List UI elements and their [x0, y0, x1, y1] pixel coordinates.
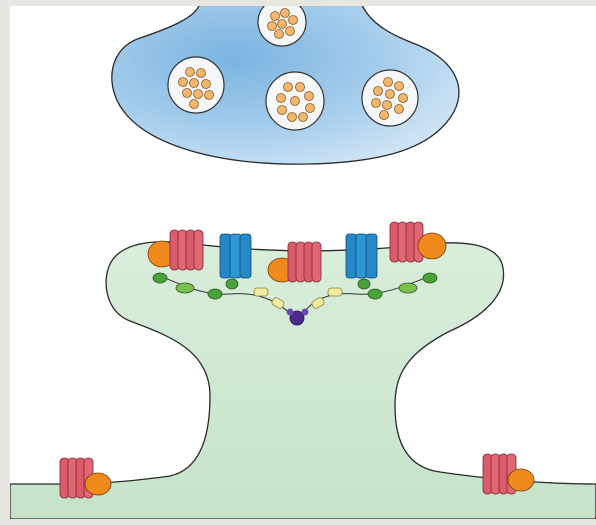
extrasynaptic-receptor-right	[483, 454, 534, 494]
figure-frame	[10, 6, 596, 519]
synapse-diagram	[10, 6, 596, 519]
synaptic-vesicle	[362, 70, 418, 126]
synaptic-vesicle	[168, 57, 224, 113]
synaptic-vesicle	[266, 72, 324, 130]
red-receptor-right	[390, 222, 446, 262]
extrasynaptic-receptor-left	[60, 458, 111, 498]
red-receptor-left	[148, 230, 203, 270]
red-receptor-center	[268, 242, 321, 282]
